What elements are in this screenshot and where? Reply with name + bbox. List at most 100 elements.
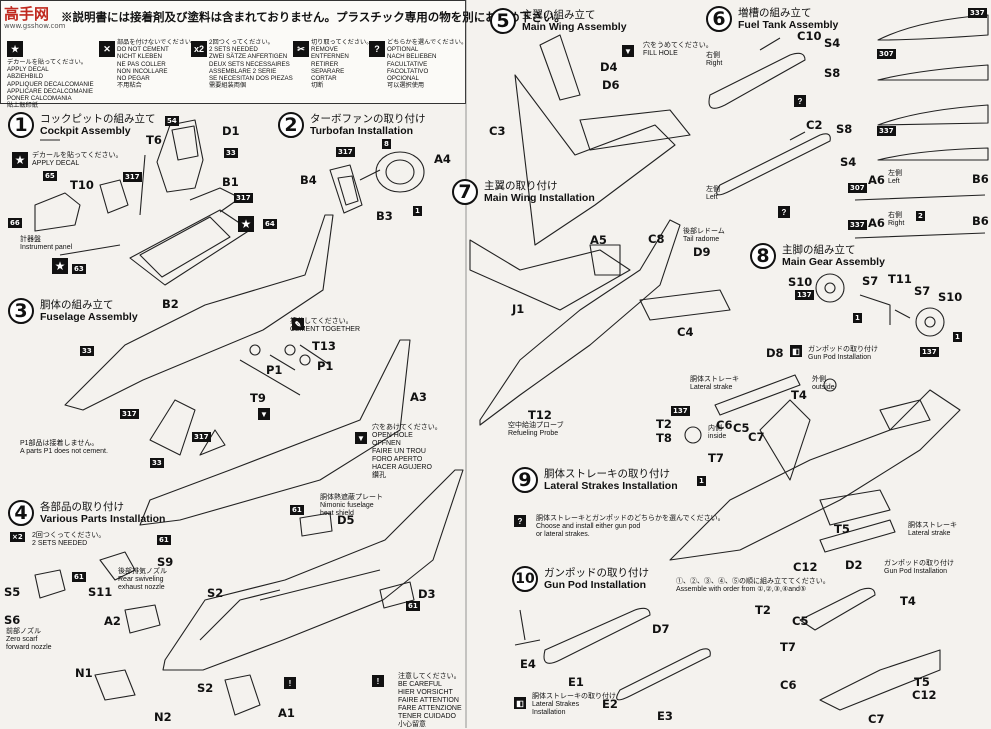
step-jp: 主脚の組み立て <box>782 244 856 256</box>
color-tag: 66 <box>8 218 22 228</box>
part-label: T12 <box>528 408 552 422</box>
part-label: C12 <box>912 688 937 702</box>
step-en: Lateral Strakes Installation <box>544 480 678 492</box>
step-number: 10 <box>512 566 538 592</box>
note-left-a6: 左側 Left <box>888 170 902 185</box>
step-en: Main Wing Assembly <box>522 21 627 33</box>
color-tag: 61 <box>290 505 304 515</box>
color-tag: 337 <box>848 220 867 230</box>
optional-icon: ? <box>778 206 790 218</box>
header-notice: ※説明書には接着剤及び塗料は含まれておりません。プラスチック専用の物を別にお求め… <box>61 12 566 24</box>
part-label: S2 <box>197 681 214 695</box>
part-label: C4 <box>677 325 694 339</box>
note-rear-nozzle: 後部排気ノズル Rear swiveling exhaust nozzle <box>118 568 167 591</box>
part-label: B3 <box>376 209 393 223</box>
gun-pod-icon: ◧ <box>790 345 802 357</box>
part-label: S10 <box>938 290 963 304</box>
part-label: T7 <box>780 640 796 654</box>
lateral-strake-icon: ◧ <box>514 697 526 709</box>
aircraft-side-drawing <box>162 469 464 671</box>
note-right-a6: 右側 Right <box>888 212 905 227</box>
part-label: T5 <box>914 675 930 689</box>
step-jp: 胴体の組み立て <box>40 299 114 311</box>
part-label: T9 <box>250 391 266 405</box>
color-tag: 64 <box>263 219 277 229</box>
part-label: B4 <box>300 173 317 187</box>
optional-icon: ? <box>369 41 385 57</box>
part-label: C7 <box>868 712 885 726</box>
ejection-seat-drawing <box>156 119 204 193</box>
aircraft-top-drawing <box>479 219 681 426</box>
optional-icon: ? <box>514 515 526 527</box>
part-label: E3 <box>657 709 673 723</box>
step-jp: ターボファンの取り付け <box>310 113 426 125</box>
part-label: C10 <box>797 29 822 43</box>
part-label: T2 <box>656 417 672 431</box>
note-lateral-strake: 胴体ストレーキ Lateral strake <box>690 376 739 391</box>
note-inner: 内側 inside <box>708 425 727 440</box>
cockpit-tub-drawing <box>129 187 251 286</box>
color-tag: 1 <box>697 476 706 486</box>
part-label: C6 <box>780 678 797 692</box>
part-label: A6 <box>868 173 885 187</box>
part-label: T4 <box>791 388 807 402</box>
note-apply-decal: デカールを貼ってください。 APPLY DECAL <box>32 152 123 167</box>
note-instrument-panel: 計器盤 Instrument panel <box>20 236 73 251</box>
step-jp: ガンポッドの取り付け <box>544 567 649 579</box>
decal-star-icon: ★ <box>12 152 28 168</box>
part-label: B2 <box>162 297 179 311</box>
part-label: T7 <box>708 451 724 465</box>
main-wheel-drawing <box>815 273 845 303</box>
note-lateral-strake-2: 胴体ストレーキ Lateral strake <box>908 522 957 537</box>
part-label: S4 <box>824 36 841 50</box>
part-label: S11 <box>88 585 113 599</box>
two-sets-icon: x2 <box>191 41 207 57</box>
careful-icon: ! <box>284 677 296 689</box>
color-tag: 307 <box>877 49 896 59</box>
part-label: B6 <box>972 172 989 186</box>
fuel-tank-drawing <box>708 52 831 196</box>
decal-star-icon: ★ <box>238 216 254 232</box>
part-label: S2 <box>207 586 224 600</box>
color-tag: 317 <box>234 193 253 203</box>
step-jp: 各部品の取り付け <box>40 501 124 513</box>
part-label: T5 <box>834 522 850 536</box>
step-number: 2 <box>278 112 304 138</box>
color-tag: 317 <box>120 409 139 419</box>
color-tag: 63 <box>72 264 86 274</box>
legend-remove: 切り取ってください。 REMOVE ENTFERNEN RETIRER SEPA… <box>311 39 373 90</box>
part-label: B6 <box>972 214 989 228</box>
part-label: T2 <box>755 603 771 617</box>
part-label: E4 <box>520 657 536 671</box>
part-label: S4 <box>840 155 857 169</box>
note-p1: P1部品は接着しません。 A parts P1 does not cement. <box>20 440 108 455</box>
note-two-sets: 2回つくってください。 2 SETS NEEDED <box>32 532 106 547</box>
step-jp: 増槽の組み立て <box>738 7 812 19</box>
remove-icon: ✂ <box>293 41 309 57</box>
color-tag: 33 <box>150 458 164 468</box>
color-tag: 1 <box>413 206 422 216</box>
part-label: D2 <box>845 558 863 572</box>
part-label: T13 <box>312 339 336 353</box>
part-label: N1 <box>75 666 93 680</box>
color-tag: 61 <box>406 601 420 611</box>
part-label: T11 <box>888 272 912 286</box>
step-jp: コックピットの組み立て <box>40 113 156 125</box>
note-left: 左側 Left <box>706 186 720 201</box>
part-label: A1 <box>278 706 295 720</box>
step-number: 7 <box>452 179 478 205</box>
part-label: A6 <box>868 216 885 230</box>
step-jp: 胴体ストレーキの取り付け <box>544 468 670 480</box>
part-label: E2 <box>602 697 618 711</box>
step-en: Various Parts Installation <box>40 513 166 525</box>
step-en: Fuel Tank Assembly <box>738 19 839 31</box>
part-label: T4 <box>900 594 916 608</box>
color-tag: 137 <box>671 406 690 416</box>
